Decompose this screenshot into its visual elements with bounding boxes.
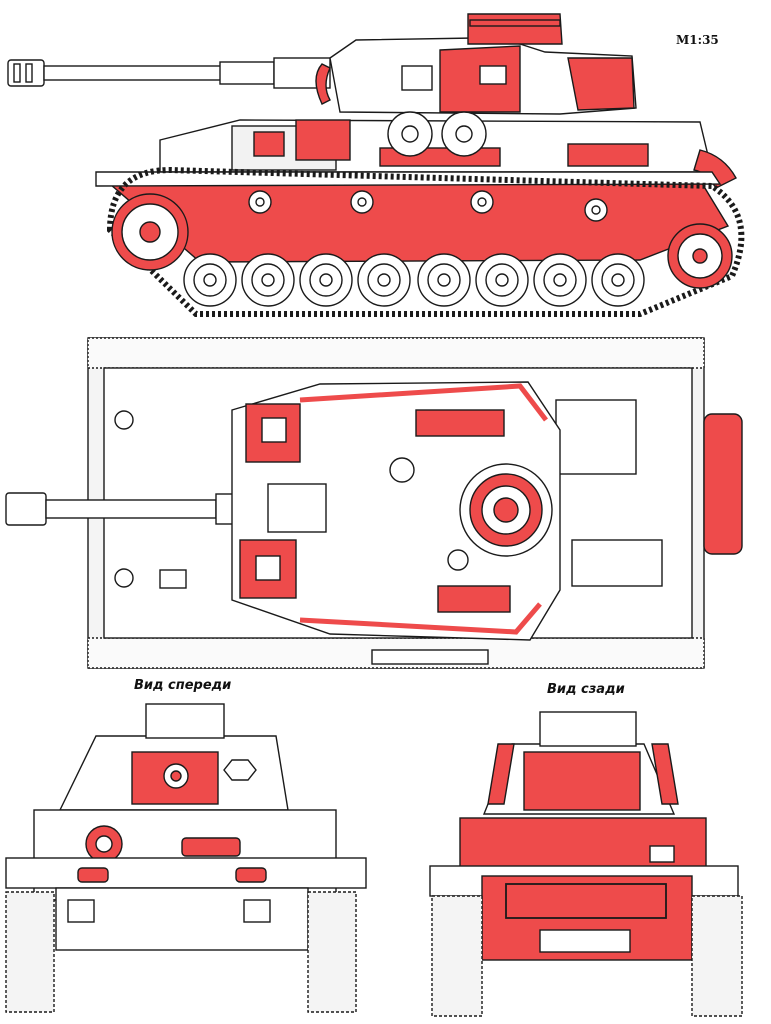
engine-grilles — [555, 399, 663, 587]
side-gun-barrel — [7, 57, 331, 89]
front-track-right — [307, 891, 357, 1013]
return-rollers — [248, 190, 608, 222]
side-track — [106, 166, 745, 317]
road-wheels — [183, 253, 645, 307]
top-mantlet — [267, 483, 327, 533]
top-tool-box — [159, 569, 187, 589]
top-headlight-left — [114, 410, 134, 430]
top-turret-hatch-right — [437, 585, 511, 613]
top-rear-bar — [371, 649, 489, 665]
side-hull-upper — [159, 119, 737, 189]
front-view — [5, 703, 367, 1013]
top-view — [5, 337, 743, 669]
rear-view-label: Вид сзади — [547, 682, 625, 697]
rear-track-left — [431, 895, 483, 1017]
top-headlight-right — [114, 568, 134, 588]
scale-label: M1:35 — [676, 33, 719, 47]
top-vent — [389, 457, 415, 483]
drive-sprocket — [111, 193, 189, 271]
top-periscope — [447, 549, 469, 571]
top-turret-hatch-left — [415, 409, 505, 437]
commander-cupola — [459, 463, 553, 557]
rear-turret-bin — [523, 751, 641, 811]
top-turret — [231, 381, 561, 641]
front-view-label: Вид спереди — [134, 678, 232, 693]
side-stowage-wheels — [387, 111, 487, 157]
front-track-left — [5, 891, 55, 1013]
side-turret — [315, 13, 637, 115]
rear-view — [429, 711, 743, 1017]
side-view — [7, 13, 745, 317]
rear-fuel-drum — [703, 413, 743, 555]
front-mg-port — [181, 837, 241, 857]
rear-track-right — [691, 895, 743, 1017]
idler-wheel — [667, 223, 733, 289]
